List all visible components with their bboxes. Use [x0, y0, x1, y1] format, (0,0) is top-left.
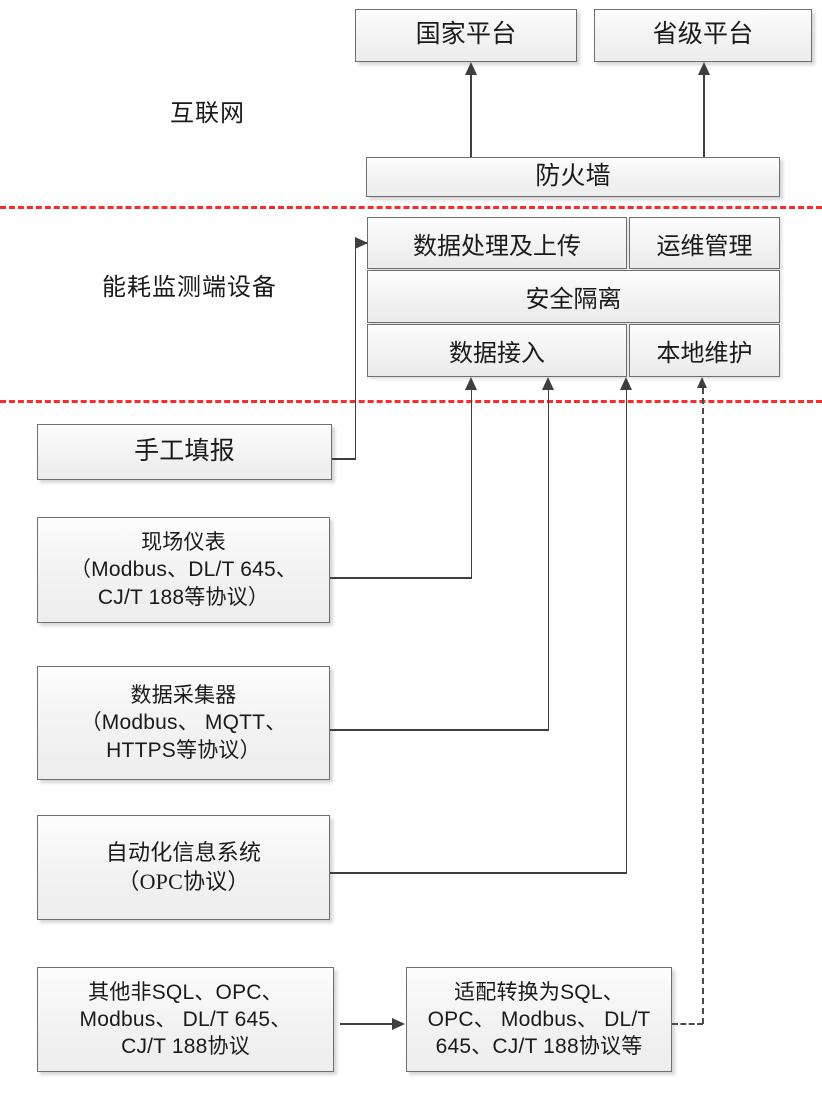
zone-label-edge-device: 能耗监测端设备 — [102, 275, 277, 301]
node-provincial-platform-label: 省级平台 — [652, 21, 754, 49]
node-field-meter-line-1: 现场仪表 — [141, 530, 226, 555]
node-firewall[interactable]: 防火墙 — [366, 157, 780, 197]
node-data-process-upload-label: 数据处理及上传 — [413, 233, 581, 260]
arrowhead-manual-entry-to-stack — [355, 236, 368, 249]
connector-automation-system-v — [625, 390, 628, 873]
node-protocol-adapter[interactable]: 适配转换为SQL、 OPC、 Modbus、 DL/T 645、CJ/T 188… — [406, 967, 672, 1072]
connector-automation-system-h — [330, 872, 627, 874]
node-data-access-label: 数据接入 — [449, 341, 545, 367]
node-protocol-adapter-line-1: 适配转换为SQL、 — [454, 980, 624, 1004]
connector-firewall-to-national — [470, 75, 472, 157]
node-data-access[interactable]: 数据接入 — [367, 324, 627, 377]
node-protocol-adapter-line-2: OPC、 Modbus、 DL/T — [427, 1007, 651, 1031]
connector-data-collector-v — [547, 390, 550, 730]
node-manual-entry[interactable]: 手工填报 — [37, 424, 332, 480]
node-other-protocols-line-3: CJ/T 188协议 — [121, 1035, 250, 1059]
connector-adapter-dashed-h — [672, 1023, 703, 1025]
arrowhead-adapter-to-local-maintenance — [696, 377, 707, 388]
arrowhead-data-collector-to-data-access — [542, 377, 554, 390]
arrowhead-firewall-to-provincial — [697, 62, 710, 75]
node-data-collector-line-1: 数据采集器 — [130, 683, 237, 708]
node-security-isolation-label: 安全隔离 — [525, 287, 622, 313]
connector-manual-entry-v — [354, 242, 357, 459]
node-local-maintenance-label: 本地维护 — [656, 341, 753, 367]
zone-separator-internet-edge — [0, 206, 822, 209]
connector-other-to-adapter — [340, 1023, 393, 1025]
node-automation-system[interactable]: 自动化信息系统 （OPC协议） — [37, 815, 330, 920]
arrowhead-automation-system-to-data-access — [620, 377, 632, 390]
zone-separator-edge-field — [0, 400, 822, 403]
node-field-meter[interactable]: 现场仪表 （Modbus、DL/T 645、 CJ/T 188等协议） — [37, 517, 330, 623]
connector-field-meter-h — [330, 577, 472, 579]
node-data-collector-line-2: （Modbus、 MQTT、 — [80, 711, 287, 735]
connector-data-collector-h — [330, 729, 549, 731]
node-protocol-adapter-line-3: 645、CJ/T 188协议等 — [435, 1035, 643, 1059]
node-om-management-label: 运维管理 — [656, 233, 753, 260]
node-automation-system-line-2: （OPC协议） — [117, 868, 250, 894]
node-field-meter-line-3: CJ/T 188等协议） — [97, 585, 270, 609]
arrowhead-field-meter-to-data-access — [465, 377, 477, 390]
node-national-platform[interactable]: 国家平台 — [355, 9, 577, 62]
node-automation-system-line-1: 自动化信息系统 — [105, 839, 262, 865]
node-data-process-upload[interactable]: 数据处理及上传 — [367, 217, 627, 269]
node-firewall-label: 防火墙 — [535, 162, 611, 190]
connector-field-meter-v — [470, 390, 473, 578]
connector-adapter-dashed-v — [701, 388, 704, 1024]
node-national-platform-label: 国家平台 — [415, 21, 517, 49]
node-provincial-platform[interactable]: 省级平台 — [594, 9, 812, 62]
node-other-protocols[interactable]: 其他非SQL、OPC、 Modbus、 DL/T 645、 CJ/T 188协议 — [37, 967, 334, 1072]
zone-label-internet: 互联网 — [170, 101, 245, 127]
node-field-meter-line-2: （Modbus、DL/T 645、 — [69, 558, 298, 582]
arrowhead-other-to-adapter — [392, 1017, 405, 1030]
node-manual-entry-label: 手工填报 — [134, 437, 235, 465]
node-other-protocols-line-1: 其他非SQL、OPC、 — [88, 980, 283, 1004]
arrowhead-firewall-to-national — [464, 62, 477, 75]
node-security-isolation[interactable]: 安全隔离 — [367, 270, 780, 323]
node-om-management[interactable]: 运维管理 — [629, 217, 780, 269]
node-data-collector-line-3: HTTPS等协议） — [106, 738, 261, 762]
node-local-maintenance[interactable]: 本地维护 — [629, 324, 780, 377]
connector-manual-entry-h1 — [332, 458, 356, 460]
node-data-collector[interactable]: 数据采集器 （Modbus、 MQTT、 HTTPS等协议） — [37, 666, 330, 780]
connector-firewall-to-provincial — [703, 75, 705, 157]
node-other-protocols-line-2: Modbus、 DL/T 645、 — [79, 1007, 292, 1031]
